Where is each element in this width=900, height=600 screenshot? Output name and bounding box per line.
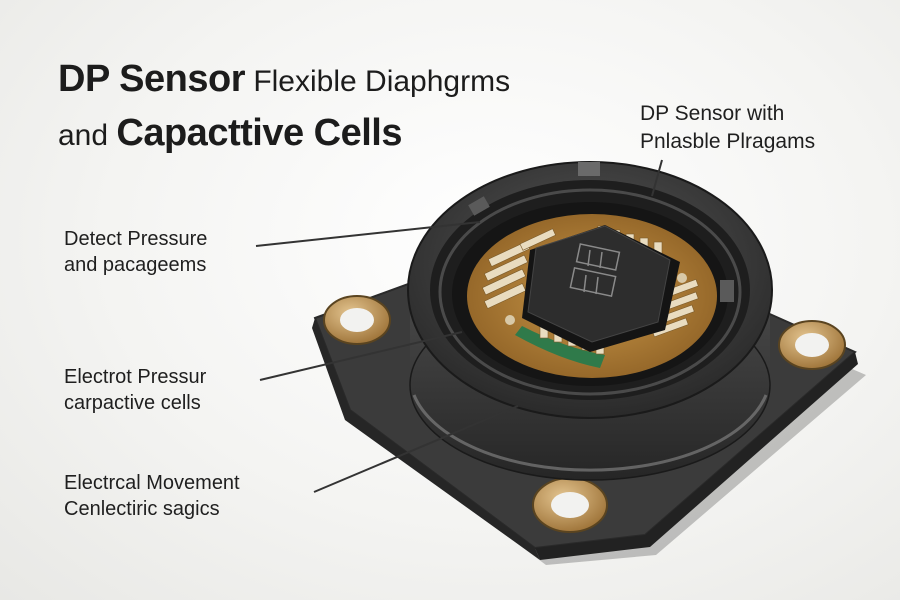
callout-label-electrot: Electrot Pressur carpactive cells (64, 364, 206, 416)
callout-label-detect: Detect Pressure and pacageems (64, 226, 207, 278)
callout-line: and pacageems (64, 254, 207, 276)
callout-leaders (255, 159, 663, 493)
callout-line: Detect Pressure (64, 228, 208, 250)
callout-line: Electrcal Movement (64, 472, 240, 494)
mounting-hole-right (778, 320, 846, 370)
leader-detect (255, 221, 481, 247)
leader-top-right (651, 159, 663, 197)
title-light-2: and (58, 119, 117, 152)
callout-line: Cenlectiric sagics (64, 498, 220, 520)
title-bold-2: Capacttive Cells (116, 112, 402, 154)
page-title-line-1: DP Sensor Flexible Diaphgrms (58, 58, 510, 101)
title-bold-1: DP Sensor (58, 58, 245, 100)
leader-electrcal (313, 405, 519, 493)
callout-label-top-right: DP Sensor with Pnlasble Plragams (640, 100, 815, 156)
mounting-hole-left (323, 295, 391, 345)
page-title-line-2: and Capacttive Cells (58, 112, 402, 155)
leader-electrot (259, 331, 463, 381)
callout-line: DP Sensor with (640, 102, 785, 125)
callout-label-electrcal: Electrcal Movement Cenlectiric sagics (64, 470, 240, 522)
title-light-1: Flexible Diaphgrms (244, 65, 511, 98)
callout-line: Electrot Pressur (64, 366, 207, 388)
callout-line: carpactive cells (64, 392, 201, 414)
sensor-chip (505, 225, 687, 352)
mounting-hole-bottom (532, 477, 608, 533)
capacitive-pads-left (481, 228, 556, 309)
callout-line: Pnlasble Plragams (640, 130, 816, 153)
